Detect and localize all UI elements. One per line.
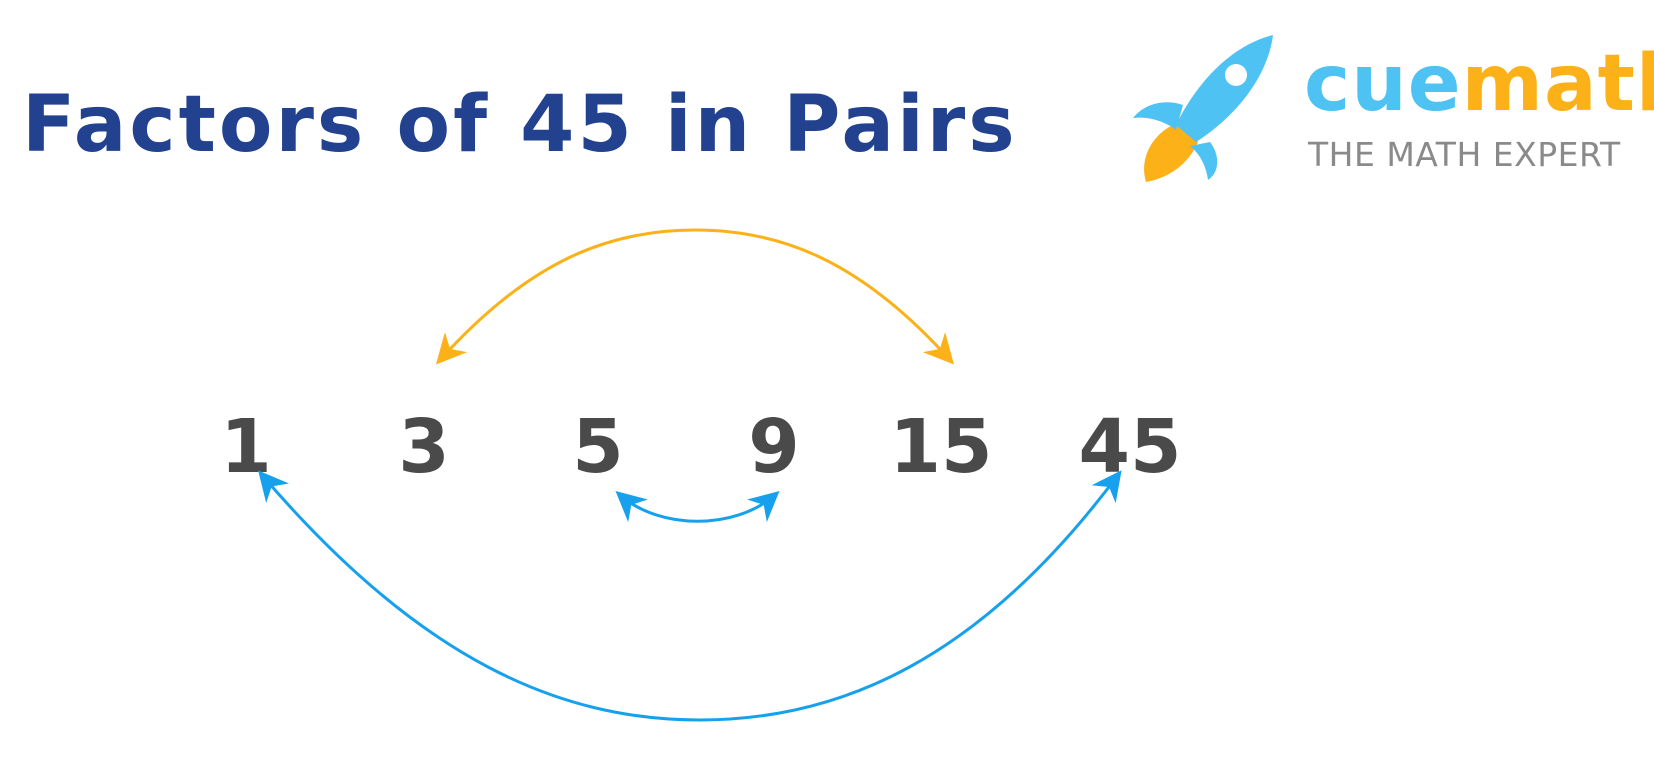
brand-name-part2: math: [1461, 39, 1654, 129]
pair-arc-5-9: [615, 491, 780, 523]
page-title: Factors of 45 in Pairs: [22, 80, 1018, 170]
pair-arc-1-45: [258, 470, 1122, 722]
pair-arc-3-15: [435, 228, 955, 365]
brand-tagline: THE MATH EXPERT: [1308, 135, 1621, 174]
rocket-body: [1176, 35, 1273, 142]
brand-name-part1: cue: [1304, 39, 1462, 129]
brand-name: cuemath: [1304, 45, 1654, 123]
rocket-flame: [1144, 122, 1198, 182]
rocket-window: [1225, 64, 1247, 86]
rocket-fin-right: [1190, 142, 1218, 180]
rocket-icon: [1133, 35, 1273, 182]
rocket-fin-left: [1133, 102, 1183, 130]
